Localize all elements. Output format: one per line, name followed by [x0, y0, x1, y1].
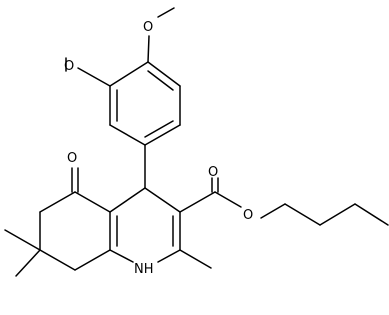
bond-c7-methyl-a: [4, 229, 41, 251]
aryl-bond-4-inner: [144, 120, 174, 138]
bond-o-butyl-1: [260, 203, 286, 219]
bond-c7-c8: [39, 249, 76, 271]
atom-label-methoxy-o-top: O: [143, 20, 153, 35]
bond-c5-c6: [39, 191, 76, 213]
bond-butyl-1-2: [284, 203, 321, 226]
atom-label-ester-carbonyl-o: O: [208, 165, 218, 180]
aryl-bond-6-inner: [147, 70, 174, 91]
bond-c4a-c5: [74, 191, 111, 213]
bond-c7-methyl-b: [15, 249, 41, 277]
bond-o-top-ring: [147, 35, 150, 63]
bond-c8a-n: [109, 249, 134, 263]
atom-label-amine-nh: NH: [134, 262, 154, 277]
atom-label-methoxy-o-left: O: [64, 59, 74, 74]
bond-butyl-3-4: [354, 203, 389, 226]
aryl-bond-3: [109, 124, 146, 146]
bond-c2-methyl: [179, 249, 212, 269]
bond-c8-c8a: [74, 249, 111, 271]
bond-butyl-2-3: [319, 203, 356, 226]
aryl-bond-4: [144, 124, 181, 146]
atom-label-ketone-o: O: [67, 151, 77, 166]
bond-methyl-o-top: [157, 7, 175, 18]
bond-c3-carbonyl: [179, 191, 216, 213]
bond-o-left-ring: [77, 67, 111, 87]
atom-labels: O O O O O NH: [64, 20, 253, 277]
bond-n-c2: [157, 249, 181, 263]
bond-c3-c4: [144, 187, 181, 213]
aryl-bond-6: [147, 61, 181, 87]
bond-lines: [4, 7, 389, 277]
atom-label-ester-ether-o: O: [243, 208, 253, 223]
bond-carbonyl-o-ether: [214, 191, 242, 208]
bond-c4-c4a: [109, 187, 146, 213]
aryl-bond-1: [109, 61, 149, 87]
